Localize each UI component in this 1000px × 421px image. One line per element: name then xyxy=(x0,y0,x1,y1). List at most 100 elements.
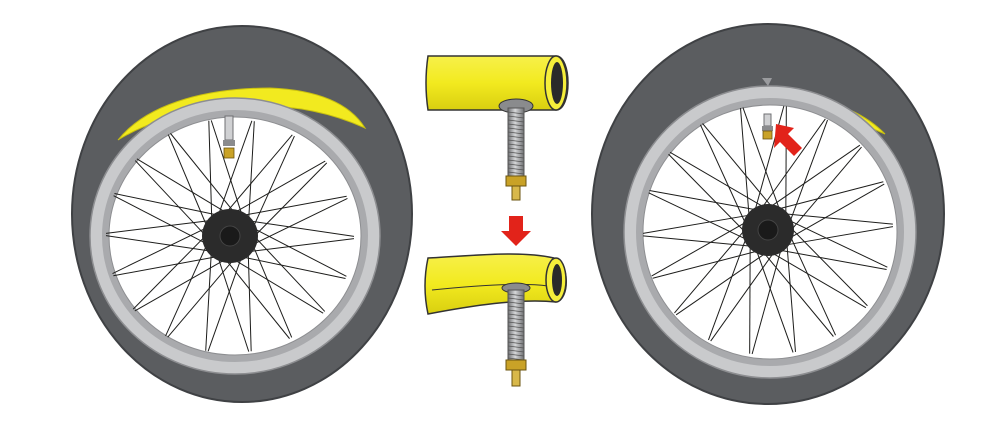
spokes xyxy=(105,120,355,352)
spoke xyxy=(773,248,887,271)
spoke xyxy=(759,248,834,337)
spoke xyxy=(249,230,326,312)
spoke xyxy=(649,189,763,212)
thread xyxy=(507,349,525,353)
thread xyxy=(507,115,525,119)
thread xyxy=(507,131,525,135)
tube-hole xyxy=(551,62,563,104)
thread xyxy=(507,139,525,143)
spoke xyxy=(669,151,770,211)
spoke xyxy=(220,253,290,339)
spoke xyxy=(751,243,784,355)
thread xyxy=(507,151,525,155)
thread xyxy=(507,337,525,341)
spoke xyxy=(113,195,214,248)
spoke xyxy=(758,118,826,213)
thread xyxy=(507,333,525,337)
valve-stem xyxy=(507,289,525,361)
tire-notch xyxy=(762,78,772,86)
thread xyxy=(507,171,525,175)
pointer-arrow-icon xyxy=(774,124,802,156)
valve xyxy=(762,113,773,140)
spoke xyxy=(668,153,750,237)
thread xyxy=(507,167,525,171)
spoke xyxy=(784,183,885,242)
thread xyxy=(507,321,525,325)
spoke xyxy=(132,230,212,310)
valve-threads xyxy=(507,111,525,175)
spoke xyxy=(785,237,796,352)
spoke xyxy=(208,120,213,228)
thread xyxy=(507,325,525,329)
spoke xyxy=(247,121,255,228)
spoke xyxy=(248,162,328,242)
spoke xyxy=(779,226,894,247)
spoke xyxy=(710,247,778,342)
thread xyxy=(507,341,525,345)
spoke xyxy=(651,218,752,277)
spoke xyxy=(675,249,771,316)
thread xyxy=(507,127,525,131)
thread xyxy=(507,111,525,115)
valve-nut xyxy=(505,359,527,371)
spoke xyxy=(241,238,355,254)
thread xyxy=(507,297,525,301)
valve-core xyxy=(511,185,521,201)
spoke xyxy=(652,249,764,279)
hub-center xyxy=(757,219,779,241)
spoke xyxy=(241,219,355,237)
spoke xyxy=(249,237,293,338)
thread xyxy=(507,293,525,297)
spoke xyxy=(235,195,347,218)
spoke xyxy=(215,249,250,352)
spoke xyxy=(778,212,893,225)
spoke xyxy=(708,232,749,341)
thread xyxy=(507,159,525,163)
spoke xyxy=(247,244,252,352)
spoke xyxy=(113,254,225,277)
thread xyxy=(507,317,525,321)
spokes xyxy=(642,105,894,355)
spoke xyxy=(787,230,836,336)
spoke xyxy=(227,255,324,314)
hub-center xyxy=(219,225,241,247)
thread xyxy=(507,143,525,147)
spoke xyxy=(136,158,233,217)
spoke xyxy=(740,108,751,223)
thread xyxy=(507,119,525,123)
spoke xyxy=(753,244,794,353)
down-arrow-icon xyxy=(501,216,531,246)
spoke xyxy=(221,134,293,219)
thread xyxy=(507,147,525,151)
thread xyxy=(507,353,525,357)
spoke xyxy=(674,225,749,314)
spoke xyxy=(249,135,295,235)
spoke xyxy=(210,120,245,223)
thread xyxy=(507,163,525,167)
spoke xyxy=(170,133,240,219)
spoke xyxy=(742,107,783,216)
valve-core xyxy=(511,369,521,387)
spoke xyxy=(766,249,867,309)
spoke xyxy=(749,239,751,354)
left-wheel xyxy=(71,25,413,403)
spoke xyxy=(134,160,211,242)
spoke xyxy=(167,253,239,338)
spoke xyxy=(702,123,777,212)
thread xyxy=(507,155,525,159)
valve-nut xyxy=(505,175,527,187)
spoke xyxy=(215,120,253,222)
spoke xyxy=(246,198,348,249)
spoke xyxy=(787,119,828,228)
spoke xyxy=(246,224,347,277)
thread xyxy=(507,301,525,305)
thread xyxy=(507,123,525,127)
spoke xyxy=(114,193,226,218)
valve-threads xyxy=(507,293,525,361)
spoke xyxy=(786,223,868,307)
right-wheel xyxy=(591,23,945,405)
valve-after xyxy=(424,253,567,387)
spoke xyxy=(105,218,219,234)
spoke xyxy=(165,237,211,337)
